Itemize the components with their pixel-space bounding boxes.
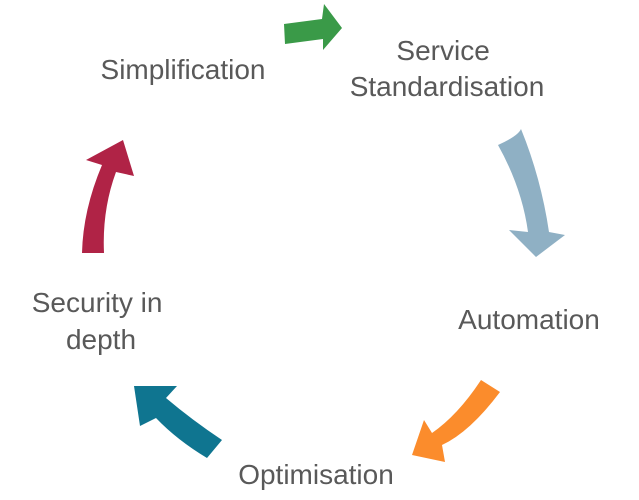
node-automation-line-1: Automation xyxy=(458,304,600,335)
arrow-service-standardisation-to-automation xyxy=(498,129,565,257)
arrow-optimisation-to-security-in-depth xyxy=(134,386,222,458)
node-optimisation: Optimisation xyxy=(238,459,394,490)
node-security-in-depth-line-1: Security in xyxy=(32,287,163,318)
node-security-in-depth-line-2: depth xyxy=(66,324,136,355)
node-automation: Automation xyxy=(458,304,600,335)
node-simplification: Simplification xyxy=(101,54,266,85)
arrow-automation-to-optimisation xyxy=(412,380,500,462)
arrow-simplification-to-service-standardisation xyxy=(284,4,342,50)
node-service-standardisation-line-1: Service xyxy=(396,35,489,66)
arrow-security-in-depth-to-simplification xyxy=(82,140,134,253)
node-simplification-line-1: Simplification xyxy=(101,54,266,85)
node-security-in-depth: Security in depth xyxy=(32,287,171,355)
node-service-standardisation-line-2: Standardisation xyxy=(350,71,545,102)
node-service-standardisation: Service Standardisation xyxy=(350,35,545,102)
node-optimisation-line-1: Optimisation xyxy=(238,459,394,490)
